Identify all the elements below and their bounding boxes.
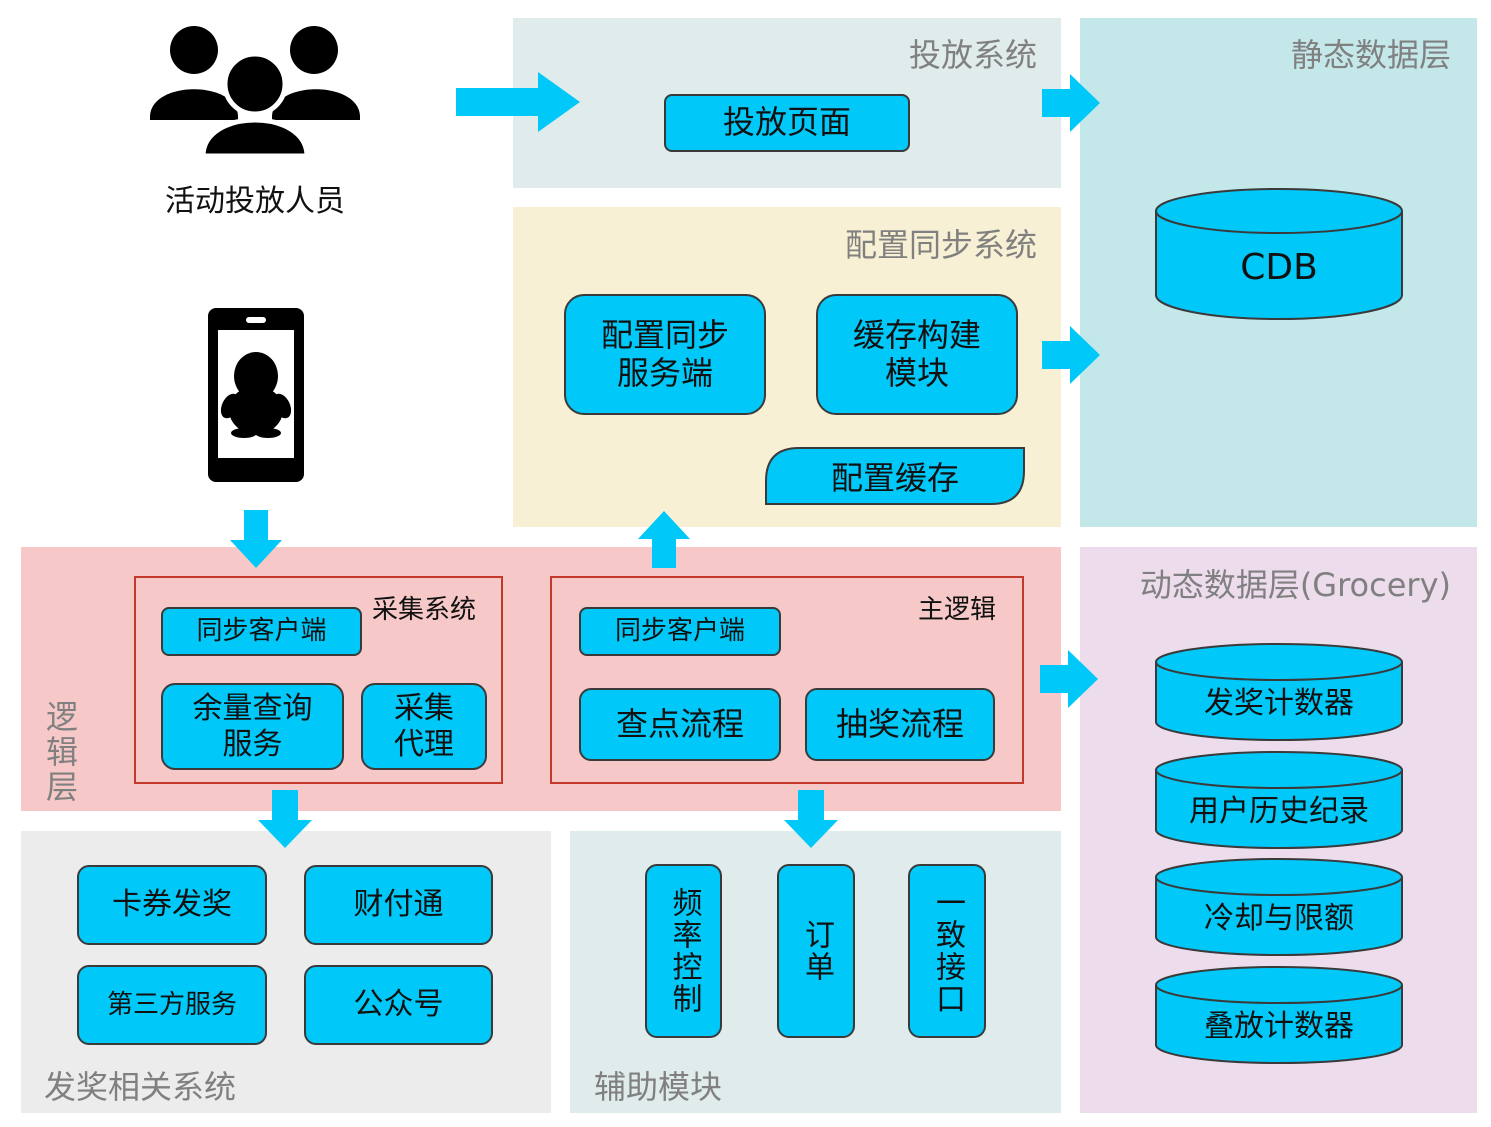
frequency-control-box: 频率控制 [645, 864, 722, 1038]
static-data-title: 静态数据层 [1290, 36, 1451, 74]
qq-phone-icon [208, 308, 304, 482]
stock-query-service-box: 余量查询 服务 [161, 683, 344, 770]
collect-agent-box: 采集 代理 [361, 683, 487, 770]
third-party-service-box: 第三方服务 [77, 965, 267, 1045]
cache-builder-box: 缓存构建 模块 [816, 294, 1018, 415]
award-counter-cylinder [1155, 643, 1403, 741]
cooldown-limit-cylinder [1155, 858, 1403, 956]
logic-layer-title: 逻辑层 [46, 698, 79, 807]
checkin-flow-box: 查点流程 [579, 688, 781, 761]
arrow-main-to-config [638, 511, 690, 568]
stack-counter-label: 叠放计数器 [1204, 1009, 1354, 1044]
award-counter-label: 发奖计数器 [1204, 686, 1354, 721]
people-group-icon [150, 26, 360, 159]
arrow-operators-to-delivery [456, 72, 580, 132]
consistent-interface-box: 一致接口 [908, 864, 986, 1038]
main-logic-frame [550, 576, 1024, 784]
collect-sync-client-box: 同步客户端 [161, 607, 362, 656]
arrow-logic-to-dynamic [1040, 650, 1098, 708]
cdb-label: CDB [1240, 246, 1318, 288]
arrow-phone-to-logic [230, 510, 282, 568]
cdb-cylinder [1155, 188, 1403, 320]
main-logic-title: 主逻辑 [918, 595, 997, 625]
user-history-label: 用户历史纪录 [1189, 794, 1369, 829]
cooldown-limit-label: 冷却与限额 [1204, 901, 1354, 936]
aux-modules-title: 辅助模块 [594, 1068, 723, 1106]
config-sync-server-box: 配置同步 服务端 [564, 294, 766, 415]
official-account-box: 公众号 [304, 965, 493, 1045]
operators-label: 活动投放人员 [165, 184, 345, 219]
tenpay-box: 财付通 [304, 865, 493, 945]
delivery-system-title: 投放系统 [908, 36, 1037, 74]
user-history-cylinder [1155, 751, 1403, 849]
main-sync-client-box: 同步客户端 [579, 607, 781, 656]
arrow-delivery-to-static [1042, 74, 1100, 132]
order-box: 订单 [777, 864, 855, 1038]
coupon-award-box: 卡券发奖 [77, 865, 267, 945]
stack-counter-cylinder [1155, 966, 1403, 1064]
arrow-collect-to-prize [258, 790, 312, 848]
dynamic-data-title: 动态数据层(Grocery) [1139, 566, 1451, 604]
arrow-main-to-aux [784, 790, 838, 848]
arrow-config-to-static [1042, 326, 1100, 384]
lottery-flow-box: 抽奖流程 [805, 688, 995, 761]
config-sync-title: 配置同步系统 [844, 226, 1037, 264]
config-cache-label: 配置缓存 [830, 459, 959, 497]
collect-system-title: 采集系统 [372, 595, 477, 625]
collect-system-frame [134, 576, 503, 784]
prize-systems-title: 发奖相关系统 [44, 1068, 237, 1106]
delivery-page-box: 投放页面 [664, 94, 910, 152]
config-cache-shape [765, 447, 1025, 505]
